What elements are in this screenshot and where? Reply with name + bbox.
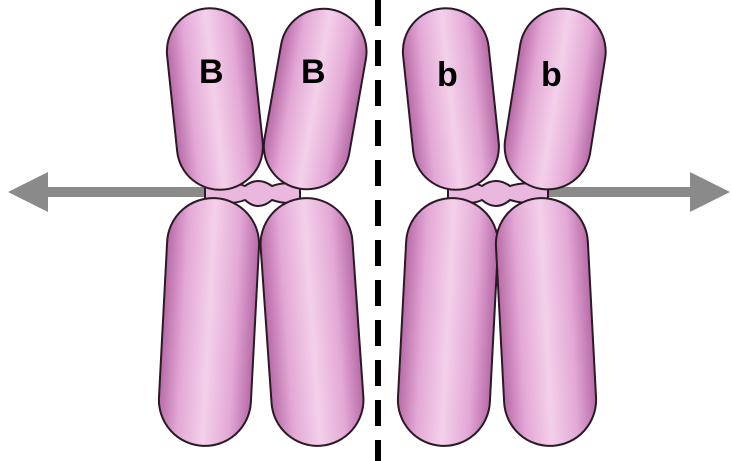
left-chromatid-1-bottom-arm: [157, 196, 262, 448]
left-chromosome: B B: [157, 2, 374, 449]
left-pull-arrow: [8, 172, 212, 212]
right-chromatid-1-top-arm: [399, 4, 504, 194]
right-chromatid-2-top-arm: [498, 2, 611, 195]
left-chromatid-2-top-arm: [257, 2, 373, 196]
left-chromatid-1-top-arm: [163, 4, 268, 194]
right-chromosome: b b: [396, 2, 612, 448]
left-chromatid-2-allele-label: B: [301, 53, 326, 91]
right-chromatid-1-bottom-arm: [396, 196, 501, 448]
left-chromatid-2-bottom-arm: [257, 195, 366, 449]
right-chromatid-1-allele-label: b: [437, 56, 458, 94]
right-chromatid-2-allele-label: b: [541, 56, 562, 94]
left-chromatid-1-allele-label: B: [199, 53, 224, 91]
right-chromatid-2-bottom-arm: [494, 196, 599, 448]
